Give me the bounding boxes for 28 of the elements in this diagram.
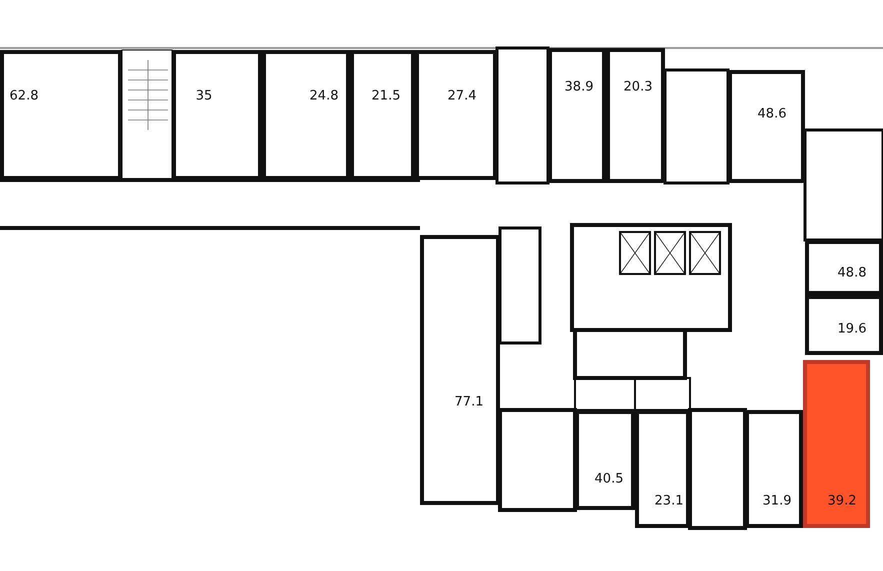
area-label: 39.2 (828, 494, 856, 508)
area-label: 19.6 (838, 322, 866, 336)
area-label: 24.8 (310, 88, 338, 104)
apartment-unit (635, 410, 690, 528)
area-label: 62.8 (10, 88, 38, 104)
area-label: 21.5 (372, 88, 400, 104)
apartment-unit (805, 295, 883, 355)
area-label: 48.6 (758, 106, 786, 122)
area-label: 40.5 (594, 472, 624, 486)
apartment-unit (0, 50, 122, 180)
area-label: 27.4 (448, 88, 476, 104)
apartment-unit (745, 410, 803, 528)
area-label: 23.1 (654, 494, 684, 508)
apartment-unit (606, 48, 665, 183)
area-label: 35 (196, 88, 212, 104)
apartment-unit (805, 240, 883, 295)
area-label: 31.9 (762, 494, 792, 508)
apartment-unit (415, 50, 497, 180)
apartment-unit (728, 70, 805, 183)
apartment-unit (575, 410, 635, 510)
area-label: 48.8 (838, 266, 866, 280)
highlighted-apartment (803, 360, 870, 528)
area-label: 77.1 (454, 394, 484, 410)
apartment-unit (548, 48, 606, 183)
apartment-unit (172, 50, 262, 180)
area-label: 20.3 (624, 80, 652, 94)
apartment-unit (420, 235, 500, 505)
area-label: 38.9 (564, 80, 594, 94)
